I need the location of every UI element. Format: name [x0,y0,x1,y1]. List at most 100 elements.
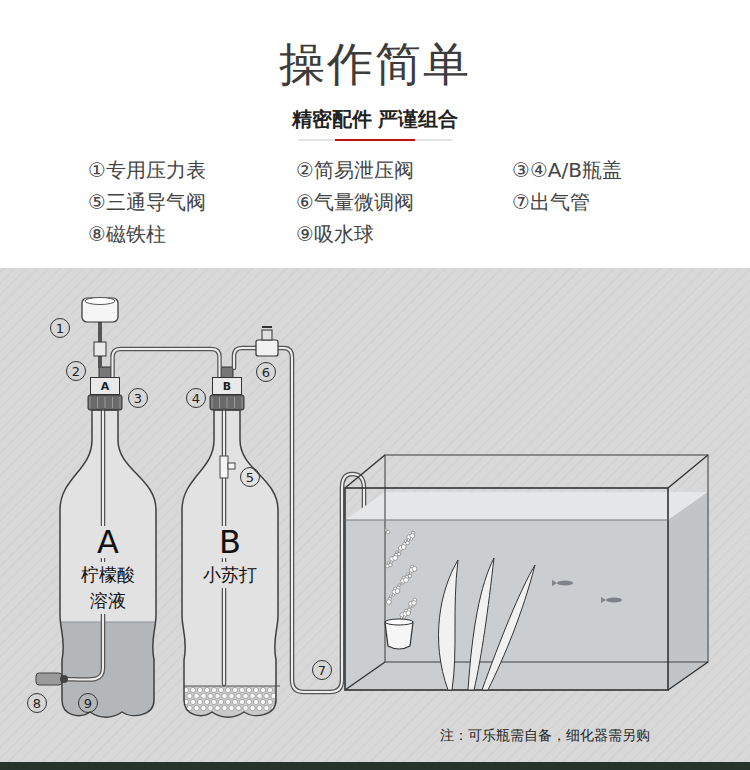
part-name: ⑧磁铁柱 [88,221,166,248]
callout-number: 4 [186,388,206,408]
bottle-text-line: 柠檬酸 溶液 [56,558,160,614]
plant-leaf [439,560,458,690]
callout-number: 7 [312,660,332,680]
callout-text: 8 [33,697,41,710]
bottle-content: 小苏打 [199,562,260,588]
bubble [408,574,412,578]
powder-bead [229,705,234,710]
bubble [409,606,411,608]
powder-bead [239,699,244,704]
cap-grip [90,397,91,408]
powder-bead [218,699,223,704]
cap-letter: A [101,381,110,392]
bottle-outline [60,410,156,717]
bubble [412,601,417,606]
powder-bead [250,705,255,710]
powder-bead [260,699,265,704]
cap-ring [210,395,244,410]
bubble [395,589,400,594]
powder-bead [236,705,241,710]
powder-bead [239,687,244,692]
bubble [412,567,417,572]
bubble [412,605,414,607]
callout-text: 7 [318,664,326,677]
powder-bead [197,687,202,692]
gas-tube [234,348,258,368]
powder-bead [253,687,258,692]
powder-surface [184,686,280,687]
callout-text: 3 [134,392,142,405]
gas-tube [234,348,258,368]
powder-bead [267,699,272,704]
callout-number: 8 [27,693,47,713]
bubble [401,583,403,585]
bubble [403,616,405,618]
callout-text: 9 [84,697,92,710]
flow-valve-knob [262,330,272,340]
fish-tail [552,580,557,586]
powder-bead [225,687,230,692]
powder-bead [204,687,209,692]
tank-back [385,455,708,662]
suction-ball [60,675,68,683]
powder-bead [201,693,206,698]
liquid-surface [58,622,160,623]
water-line [345,520,668,521]
bubble [399,550,401,552]
bubble [406,611,411,616]
magnet [36,673,62,685]
part-name: ⑤三通导气阀 [88,189,206,216]
cap-grip [112,397,113,408]
powder-bead [257,705,262,710]
tube-core [113,349,220,377]
powder-bead [246,699,251,704]
bubble [389,595,391,597]
powder-bead [215,705,220,710]
tank-edge [345,455,708,690]
bubble [386,600,391,605]
powder-bead [225,699,230,704]
bottle-text-line: B [176,526,284,558]
powder-bead [243,705,248,710]
callout-text: 1 [56,322,64,335]
bubble [410,538,412,540]
powder-fill [176,686,286,726]
powder-bead [274,687,279,692]
callout-number: 3 [128,388,148,408]
diffuser-top [385,619,413,625]
bubble [401,545,406,550]
bottle-text: A柠檬酸 溶液 [56,526,160,614]
bubble [410,572,412,574]
panel [0,268,750,762]
powder-bead [243,693,248,698]
part-name: ⑦出气管 [512,189,590,216]
bottle-text-line: 小苏打 [176,558,284,588]
bottle-outline [182,410,278,717]
powder-bead [264,705,269,710]
powder-bead [278,693,283,698]
bottle-fill [182,410,278,717]
bottle: A柠檬酸 溶液 9 [56,408,160,720]
bubble [392,594,394,596]
powder-bead [250,693,255,698]
powder-bead [215,693,220,698]
powder-bead [246,687,251,692]
flow-valve [256,340,278,356]
callout-number: 9 [78,693,98,713]
powder-bead [264,693,269,698]
powder-bead [253,699,258,704]
water-top [345,492,708,520]
powder-bead [211,687,216,692]
three-way-valve [228,463,235,469]
bottle-outline [182,410,278,717]
cap-grip [212,397,213,408]
bottle-text: B 小苏打 [176,526,284,588]
water-side [668,492,708,690]
bottle-cap: B [212,377,242,395]
callout-text: 6 [262,366,270,379]
cap-grip [227,397,228,408]
tube-outline [113,349,220,377]
callout-number: 6 [256,362,276,382]
subtitle: 精密配件 严谨组合 [0,106,750,133]
powder-bead [194,705,199,710]
